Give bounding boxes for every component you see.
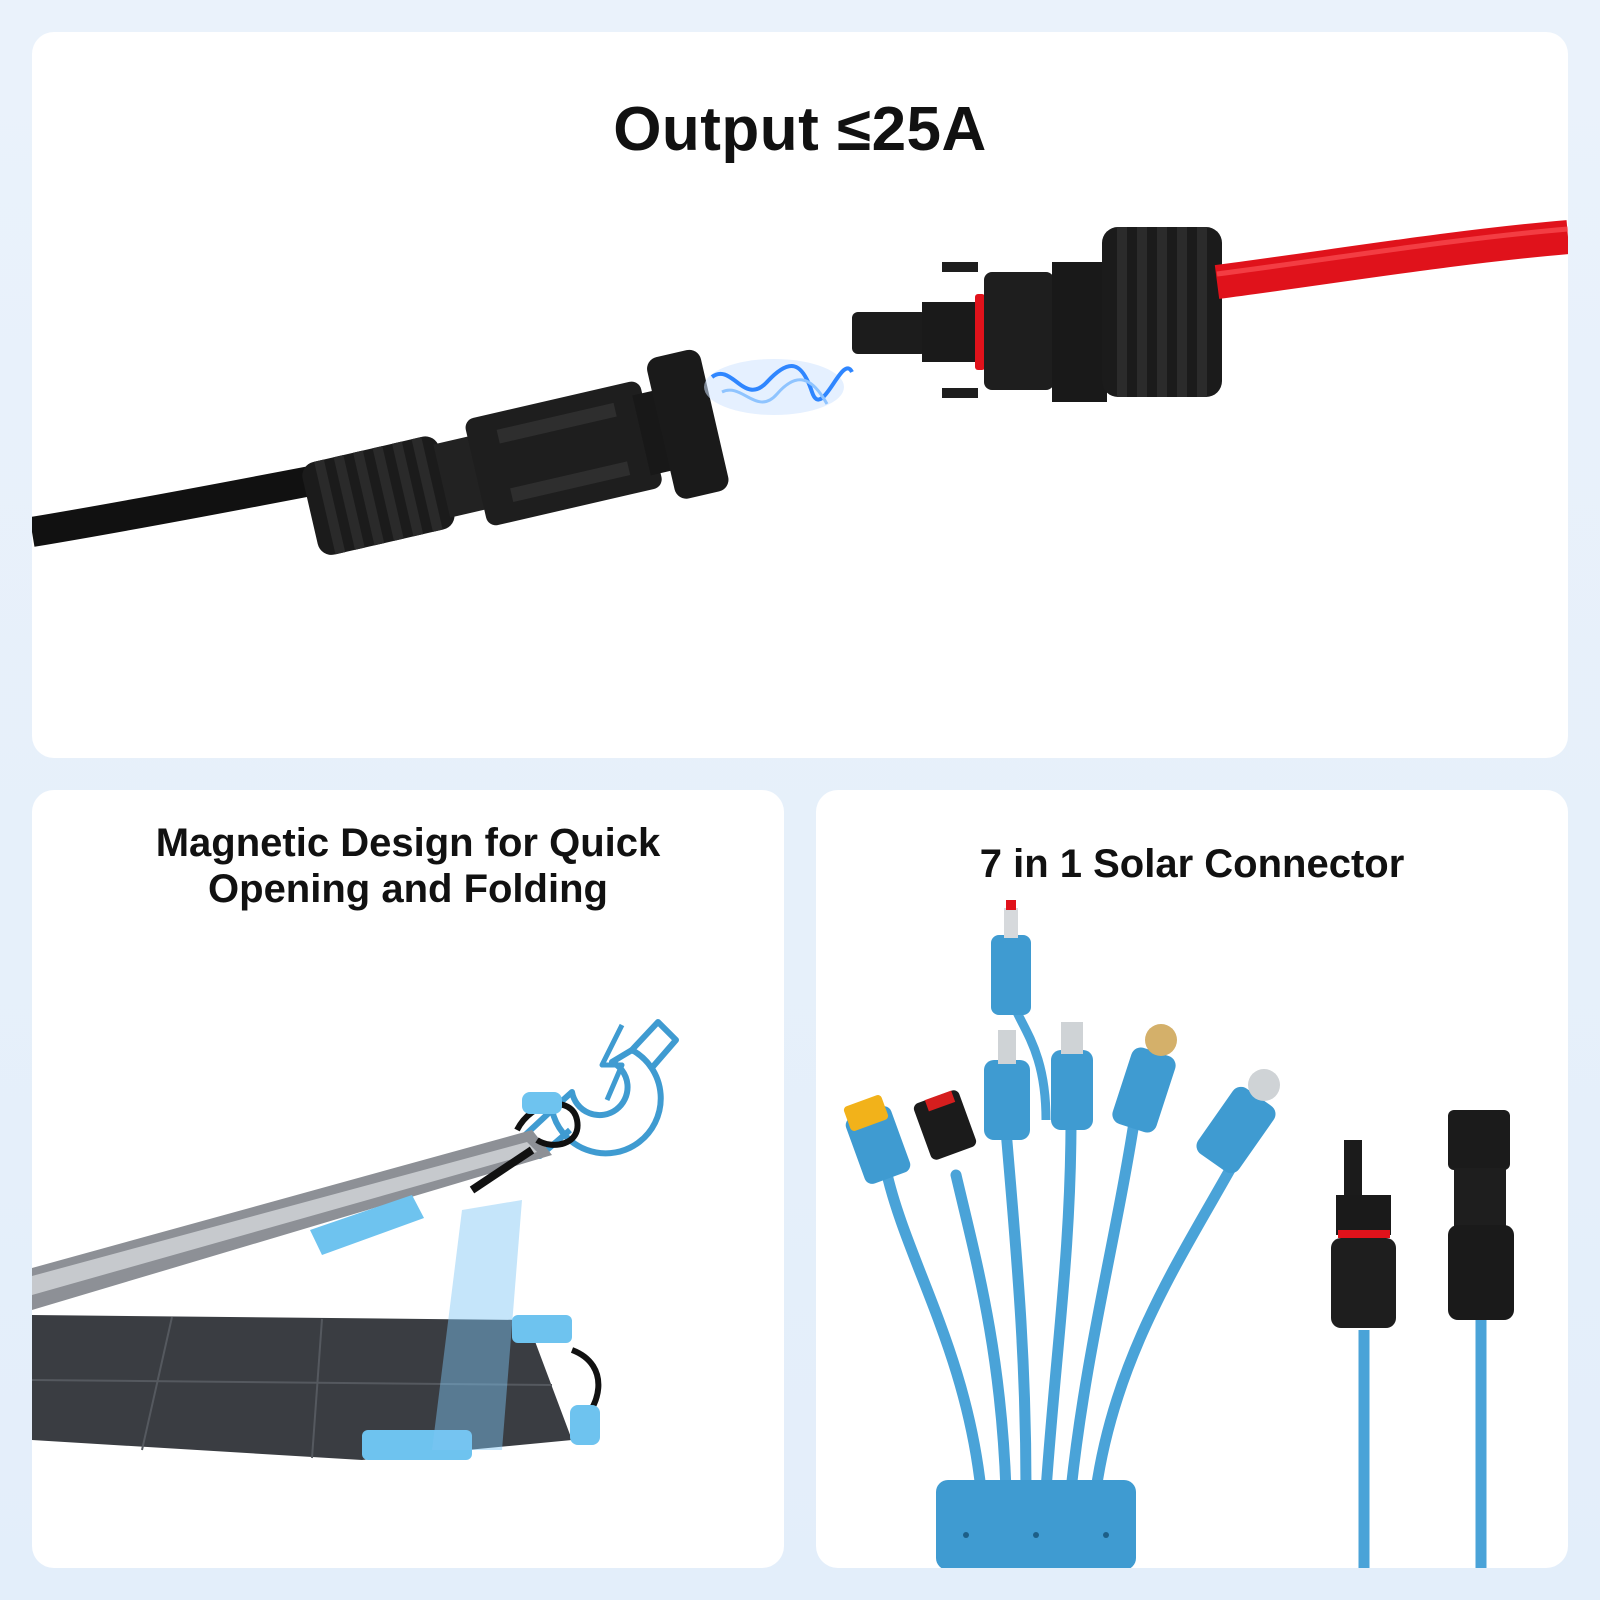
seven-in-one-cable-illustration	[843, 900, 1514, 1568]
magnetic-design-panel: Magnetic Design for Quick Opening and Fo…	[32, 790, 784, 1568]
solar-panel-illustration	[32, 1019, 679, 1460]
output-panel: Output ≤25A	[32, 32, 1568, 758]
aviation-connector	[1196, 1069, 1280, 1174]
upper-solar-panel	[32, 1092, 581, 1310]
magnetic-title-line-2: Opening and Folding	[208, 867, 608, 911]
dc-3511-connector	[991, 900, 1031, 1015]
mc4-connector-illustration	[32, 220, 1568, 555]
female-mc4-connector	[302, 349, 729, 555]
black-cable	[32, 462, 335, 547]
magnetic-beam	[432, 1200, 522, 1450]
dc-5521-connector-1	[984, 1030, 1030, 1140]
magnet-icon	[519, 1019, 679, 1159]
red-cable	[1214, 220, 1568, 299]
lightning-icon	[599, 1023, 625, 1101]
solar-connector-title: 7 in 1 Solar Connector	[979, 842, 1405, 886]
dc-8mm-connector	[1051, 1022, 1093, 1130]
blue-cables	[880, 1104, 1247, 1496]
xt60-connector	[843, 1095, 911, 1184]
output-title: Output ≤25A	[613, 95, 987, 164]
cable-hub	[936, 1480, 1136, 1568]
magnetic-title-line-1: Magnetic Design for Quick	[155, 821, 661, 865]
magnetic-design-title: Magnetic Design for Quick Opening and Fo…	[32, 820, 784, 912]
lower-solar-panel	[32, 1315, 602, 1460]
mc4-female-vertical	[1448, 1110, 1514, 1568]
anderson-connector	[913, 1090, 977, 1160]
spark-effect	[704, 359, 854, 415]
solar-connector-panel: 7 in 1 Solar Connector	[816, 790, 1568, 1568]
dc-7909-connector	[1112, 1024, 1177, 1133]
mc4-male-vertical	[1331, 1140, 1396, 1568]
male-mc4-connector	[852, 227, 1222, 402]
